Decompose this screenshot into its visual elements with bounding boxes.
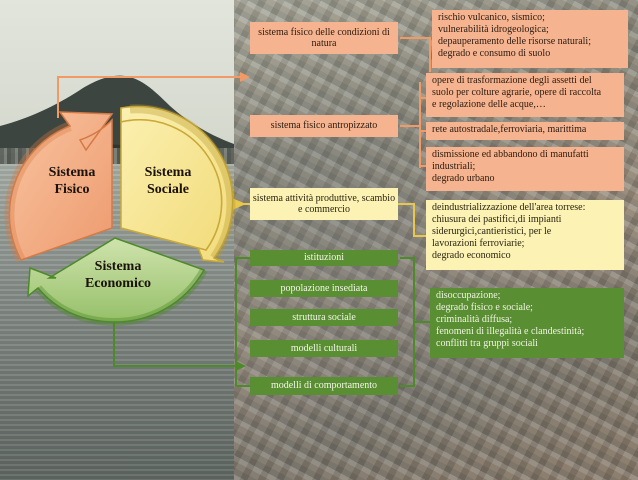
item-modelli-comportamento: modelli di comportamento [250, 377, 398, 395]
modelli-arrowhead [236, 361, 246, 371]
sistema-fisico-label: Sistema Fisico [48, 165, 96, 197]
produttive-bracket [398, 203, 430, 237]
item-struttura-sociale: struttura sociale [250, 309, 398, 326]
item-istituzioni: istituzioni [250, 250, 398, 266]
desc-dismissione: dismissione ed abbandono di manufatti in… [426, 147, 624, 191]
desc-disagio-sociale: disoccupazione; degrado fisico e sociale… [430, 288, 624, 358]
system-produttive-box: sistema attività produttive, scambio e c… [250, 188, 398, 220]
cycle-diagram [4, 104, 236, 327]
natura-arrowhead [240, 72, 250, 82]
fisico-connectors [57, 37, 432, 168]
item-modelli-culturali: modelli culturali [250, 340, 398, 357]
sistema-sociale-label: Sistema Sociale [144, 165, 192, 197]
sistema-fisico-shape [8, 111, 114, 261]
sistema-economico-shape [27, 237, 206, 323]
fisico-to-natura-line [57, 76, 240, 118]
produttive-arrowhead [232, 198, 246, 210]
desc-deindustrializzazione: deindustrializzazione dell'area torrese:… [426, 200, 624, 270]
green-right-bracket [400, 257, 415, 387]
desc-rete-trasporti: rete autostradale,ferroviaria, marittima [426, 122, 624, 140]
natura-bracket [415, 37, 431, 72]
system-natura-box: sistema fisico delle condizioni di natur… [250, 22, 398, 54]
system-antropizzato-box: sistema fisico antropizzato [250, 115, 398, 137]
economico-to-modelli-line [113, 322, 236, 367]
sistema-economico-label: Sistema Economico [84, 259, 152, 291]
desc-opere-trasformazione: opere di trasformazione degli assetti de… [426, 73, 624, 117]
item-popolazione: popolazione insediata [250, 280, 398, 297]
desc-rischi-naturali: rischio vulcanico, sismico; vulnerabilit… [432, 10, 628, 68]
